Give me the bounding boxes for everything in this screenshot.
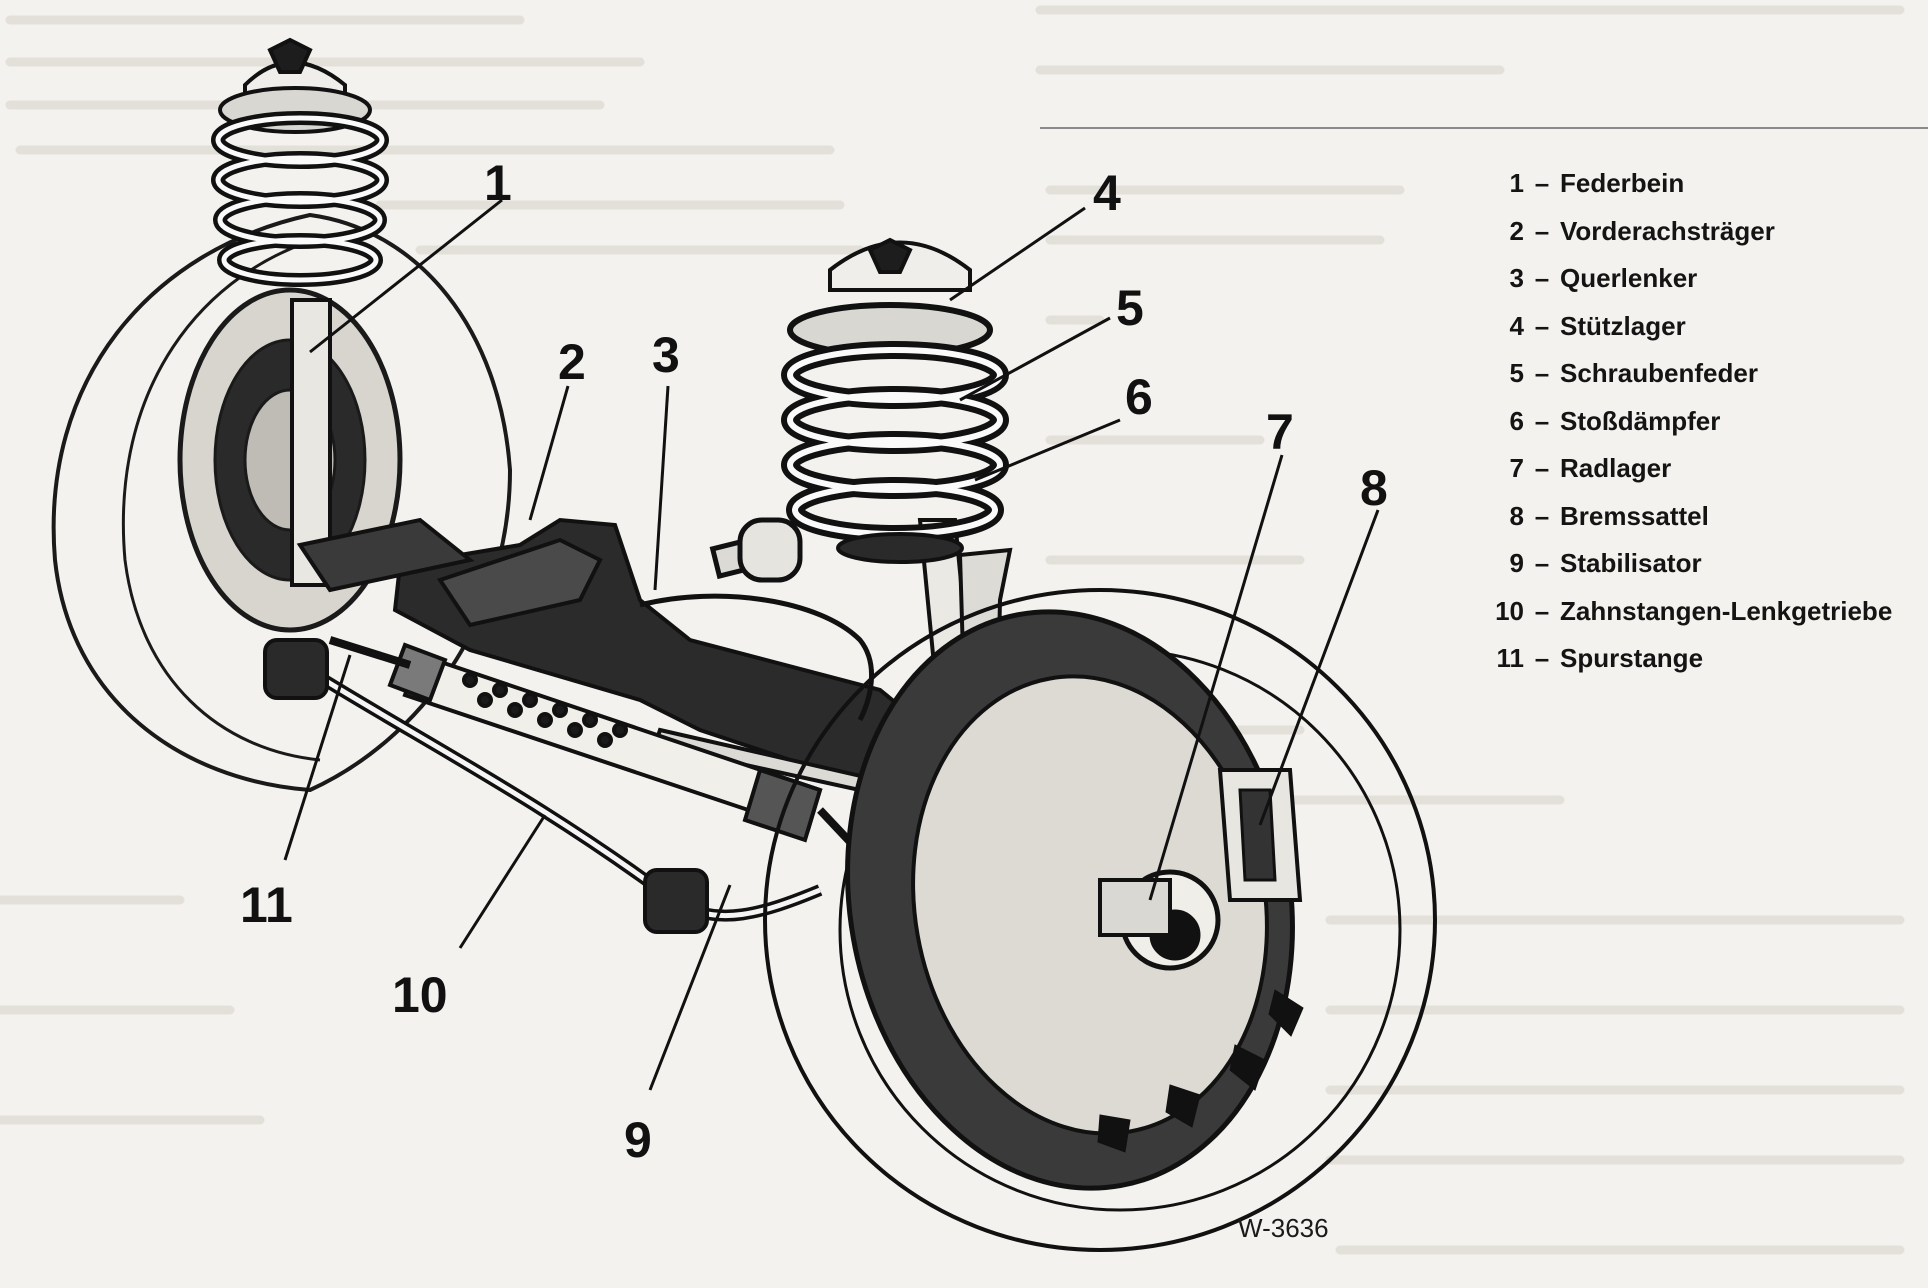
steering-rack <box>328 636 903 898</box>
callout-6: 6 <box>1125 369 1153 425</box>
callout-1: 1 <box>484 155 512 211</box>
legend-label: Federbein <box>1560 168 1685 198</box>
legend-dash: – <box>1534 168 1550 198</box>
legend-dash: – <box>1534 358 1550 388</box>
callout-3: 3 <box>652 327 680 383</box>
legend-item: 10–Zahnstangen-Lenkgetriebe <box>1470 596 1892 644</box>
legend-dash: – <box>1534 643 1550 673</box>
stabilizer-bar <box>263 638 823 934</box>
legend-dash: – <box>1534 500 1550 531</box>
legend-label: Radlager <box>1560 453 1672 483</box>
callout-8: 8 <box>1360 460 1388 516</box>
legend-item: 4–Stützlager <box>1470 311 1892 359</box>
legend-label: Schraubenfeder <box>1560 358 1758 388</box>
brake-hose <box>639 517 875 722</box>
figure-code: W-3636 <box>1238 1213 1329 1243</box>
legend-label: Spurstange <box>1560 643 1704 673</box>
legend-dash: – <box>1534 405 1550 436</box>
legend-number: 9 <box>1509 548 1524 578</box>
legend-number: 8 <box>1509 500 1524 531</box>
callout-10: 10 <box>392 967 448 1023</box>
callout-2: 2 <box>558 334 586 390</box>
legend-label: Querlenker <box>1560 263 1698 293</box>
legend-number: 5 <box>1509 358 1524 388</box>
right-wheel <box>763 588 1437 1252</box>
legend-number: 1 <box>1509 168 1524 198</box>
legend-dash: – <box>1534 548 1550 578</box>
callout-5: 5 <box>1116 280 1144 336</box>
legend-dash: – <box>1534 263 1550 293</box>
legend-number: 10 <box>1495 595 1524 626</box>
legend-dash: – <box>1534 215 1550 246</box>
legend-number: 7 <box>1509 453 1524 483</box>
legend-label: Stabilisator <box>1560 548 1702 578</box>
legend-item: 6–Stoßdämpfer <box>1470 406 1892 454</box>
subframe <box>296 517 963 803</box>
leader-lines <box>283 198 1380 1091</box>
left-wheel <box>51 212 513 793</box>
legend-item: 2–Vorderachsträger <box>1470 216 1892 264</box>
callout-11: 11 <box>240 877 293 933</box>
legend-number: 11 <box>1496 643 1525 673</box>
legend-label: Vorderachsträger <box>1560 215 1775 246</box>
callout-9: 9 <box>624 1112 652 1168</box>
callout-4: 4 <box>1093 165 1121 221</box>
legend-number: 4 <box>1509 310 1524 341</box>
legend-item: 7–Radlager <box>1470 453 1892 501</box>
callout-7: 7 <box>1266 404 1294 460</box>
legend-dash: – <box>1534 310 1550 341</box>
legend-item: 5–Schraubenfeder <box>1470 358 1892 406</box>
legend-item: 8–Bremssattel <box>1470 501 1892 549</box>
legend-dash: – <box>1534 453 1550 483</box>
legend-number: 3 <box>1509 263 1524 293</box>
legend-label: Stoßdämpfer <box>1560 405 1721 436</box>
legend-label: Stützlager <box>1560 310 1686 341</box>
right-strut <box>781 237 1013 1052</box>
legend-label: Bremssattel <box>1560 500 1709 531</box>
legend-label: Zahnstangen-Lenkgetriebe <box>1560 595 1893 626</box>
legend-item: 3–Querlenker <box>1470 263 1892 311</box>
legend-dash: – <box>1534 595 1550 626</box>
left-strut <box>211 37 389 587</box>
legend-item: 1–Federbein <box>1470 168 1892 216</box>
legend-item: 11–Spurstange <box>1470 643 1892 691</box>
legend-number: 2 <box>1509 215 1524 246</box>
parts-legend: 1–Federbein 2–Vorderachsträger 3–Querlen… <box>1470 168 1892 691</box>
legend-item: 9–Stabilisator <box>1470 548 1892 596</box>
legend-number: 6 <box>1509 405 1524 436</box>
